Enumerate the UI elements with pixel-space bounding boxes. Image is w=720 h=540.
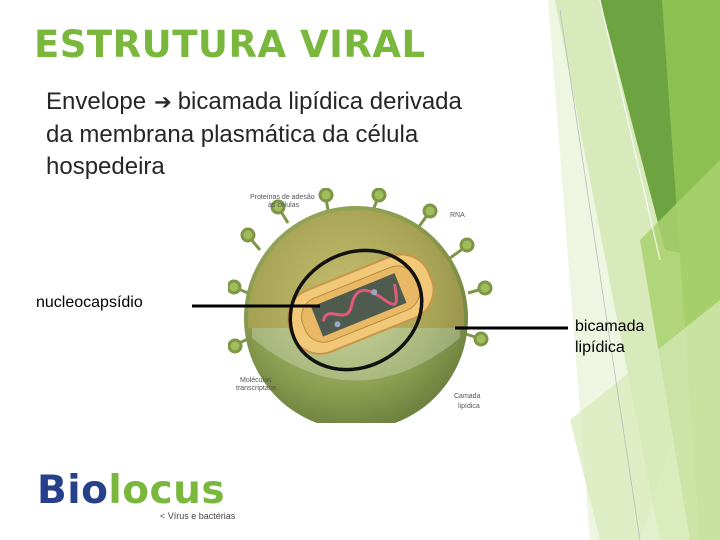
logo-part-bio: Bio xyxy=(37,468,109,513)
label-proteins-1: Proteínas de adesão xyxy=(250,194,315,201)
label-molecules-1: Moléculas xyxy=(240,377,272,384)
arrow-right-icon: ➔ xyxy=(154,91,172,114)
label-proteins-2: às células xyxy=(268,202,300,209)
body-envelope: Envelope xyxy=(46,88,147,115)
biolocus-logo: Biolocus xyxy=(37,468,225,513)
virus-illustration: Proteínas de adesão às células RNA Moléc… xyxy=(228,188,493,423)
nucleocapsid-label: nucleocapsídio xyxy=(36,294,143,311)
logo-part-locus: locus xyxy=(108,468,226,513)
body-bilayer-text: bicamada lipídica derivada xyxy=(177,88,462,115)
label-layer-2: lipídica xyxy=(458,403,480,410)
lipid-bilayer-label-line2: lipídica xyxy=(575,339,625,356)
slide-title: ESTRUTURA VIRAL xyxy=(34,23,426,66)
body-line-1: Envelope ➔bicamada lipídica derivada xyxy=(46,86,551,119)
label-rna: RNA xyxy=(450,212,465,219)
label-layer-1: Camada xyxy=(454,393,481,400)
body-text: Envelope ➔bicamada lipídica derivada da m… xyxy=(46,86,551,183)
body-line-3: hospedeira xyxy=(46,153,165,180)
footer-text: < Vírus e bactérias xyxy=(160,511,236,521)
label-molecules-2: transcriptase xyxy=(236,385,276,392)
lipid-bilayer-label: bicamada lipídica xyxy=(575,316,665,358)
body-line-2: da membrana plasmática da célula xyxy=(46,121,419,148)
lipid-bilayer-label-line1: bicamada xyxy=(575,318,645,335)
